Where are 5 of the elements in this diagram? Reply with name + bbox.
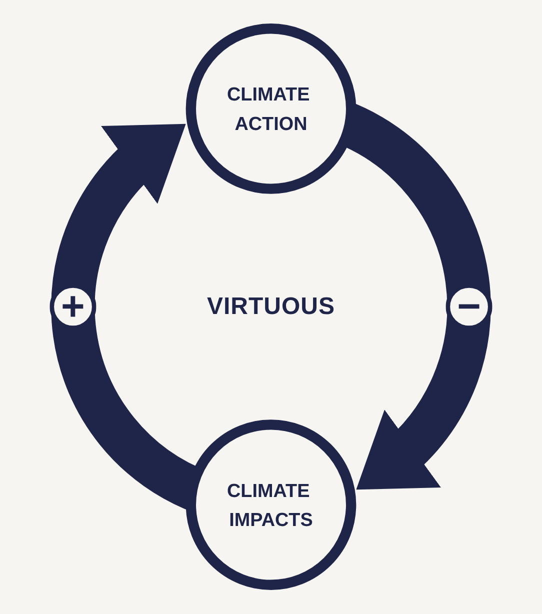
node-circle: CLIMATE ACTION: [186, 24, 356, 194]
loop-label: VIRTUOUS: [207, 293, 335, 321]
edge-label: −: [457, 284, 481, 329]
edge-label: +: [61, 284, 85, 329]
node-circle: CLIMATE IMPACTS: [186, 420, 356, 590]
